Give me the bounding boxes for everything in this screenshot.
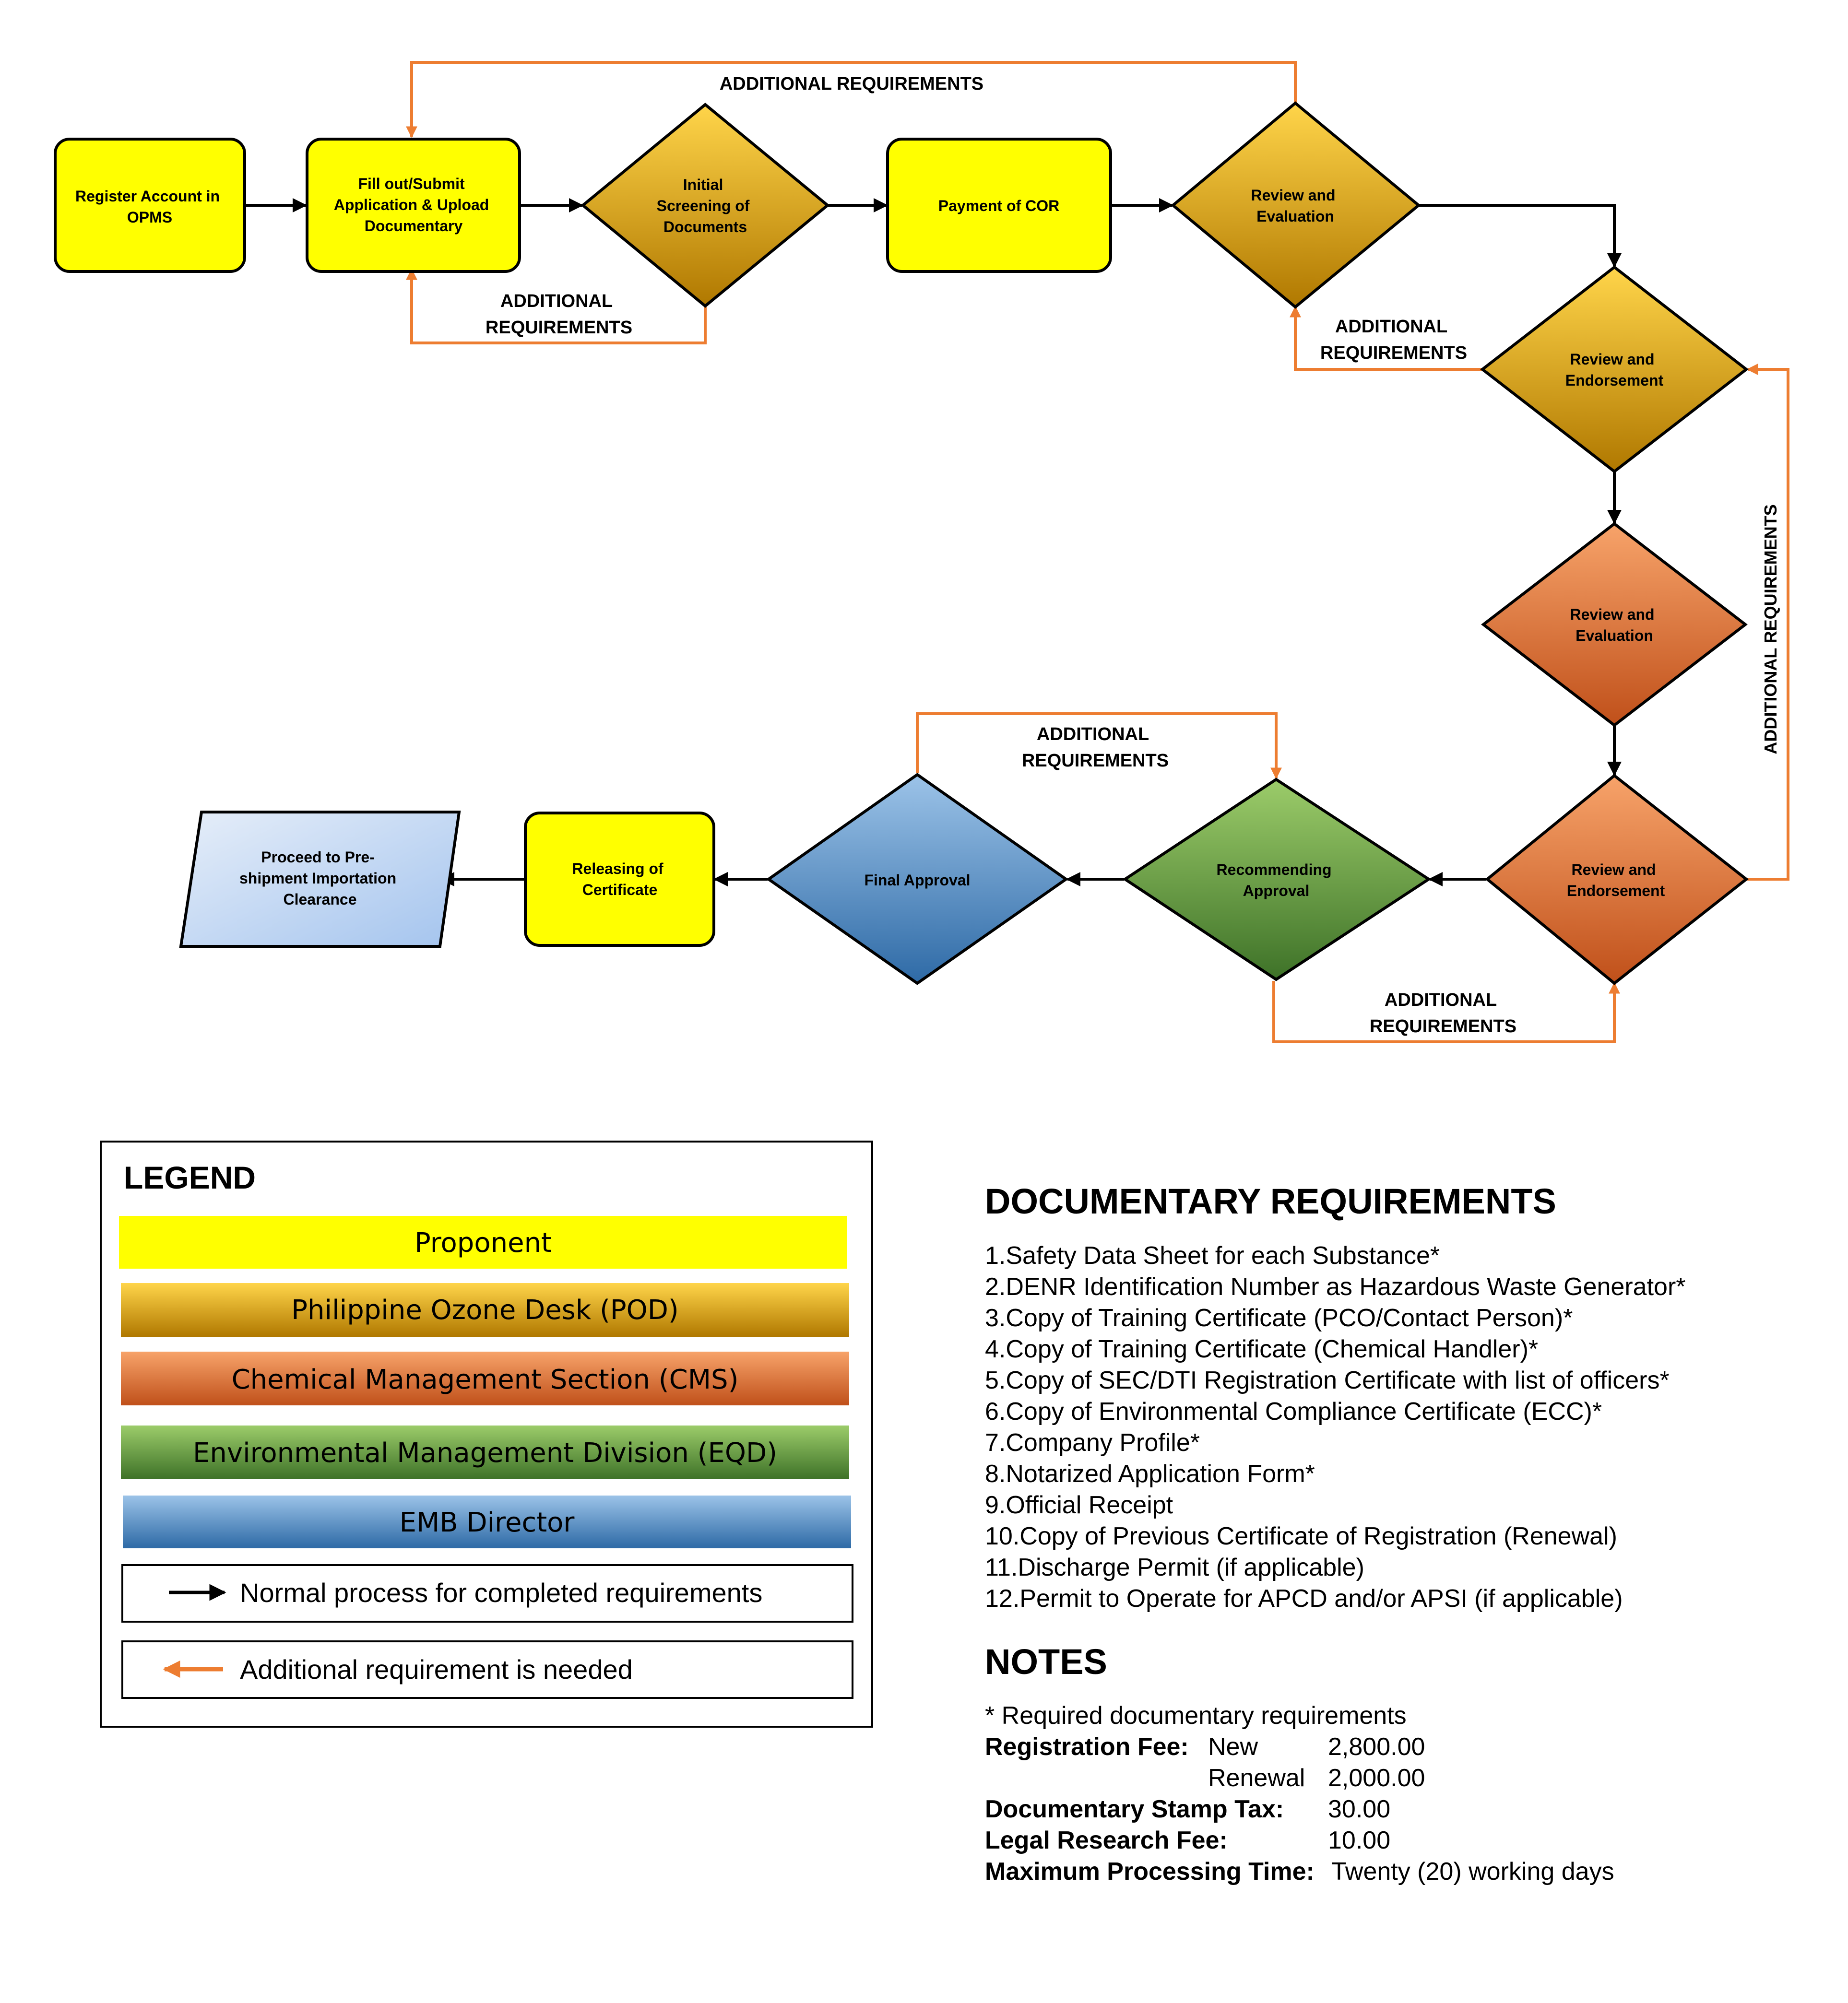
notes-title: NOTES: [985, 1642, 1107, 1682]
additional-loops: [406, 61, 1789, 1043]
legend-title: LEGEND: [124, 1160, 256, 1195]
legend-label-proponent: Proponent: [415, 1227, 552, 1259]
requirement-item: 5.Copy of SEC/DTI Registration Certifica…: [985, 1367, 1670, 1394]
loop-label-final: ADDITIONAL REQUIREMENTS: [1022, 724, 1169, 771]
research-fee-value: 10.00: [1328, 1826, 1390, 1854]
review-endorsement-pod-label: Review and Endorsement: [1565, 351, 1664, 389]
final-approval-diamond: [766, 773, 1069, 985]
register-account-box: [54, 138, 246, 273]
loop-label-review-pod: ADDITIONAL REQUIREMENTS: [1320, 317, 1467, 363]
legend-label-normal: Normal process for completed requirement…: [240, 1578, 762, 1608]
fill-out-label: Fill out/Submit Application & Upload Doc…: [334, 175, 493, 235]
legend-label-pod: Philippine Ozone Desk (POD): [291, 1295, 678, 1326]
loop-side: [1746, 364, 1789, 881]
legend-label-emb: EMB Director: [400, 1507, 575, 1538]
requirement-item: 7.Company Profile*: [985, 1429, 1200, 1457]
registration-renewal-label: Renewal: [1208, 1764, 1305, 1792]
legend-swatch-emb: [123, 1496, 851, 1548]
requirement-item: 1.Safety Data Sheet for each Substance*: [985, 1242, 1440, 1270]
requirements-title: DOCUMENTARY REQUIREMENTS: [985, 1181, 1556, 1221]
legend-swatch-proponent: [119, 1216, 847, 1269]
loop-label-screening: ADDITIONAL REQUIREMENTS: [486, 291, 632, 338]
legend-swatch-pod: [121, 1283, 849, 1337]
review-endorsement-cms-label: Review and Endorsement: [1567, 861, 1665, 899]
research-fee-label: Legal Research Fee:: [985, 1826, 1228, 1854]
fill-out-box: [306, 138, 521, 273]
loop-label-recommending: ADDITIONAL REQUIREMENTS: [1370, 990, 1516, 1037]
initial-screening-label: Initial Screening of Documents: [657, 176, 754, 236]
stamp-tax-value: 30.00: [1328, 1795, 1390, 1823]
legend-label-eqd: Environmental Management Division (EQD): [193, 1437, 777, 1469]
review-evaluation-pod-label: Review and Evaluation: [1251, 187, 1340, 225]
review-evaluation-pod-diamond: [1171, 101, 1421, 309]
notes: NOTES * Required documentary requirement…: [985, 1642, 1614, 1885]
review-endorsement-cms-diamond: [1485, 774, 1749, 985]
loop-review-pod: [1290, 306, 1482, 371]
proceed-parallelogram: [179, 811, 461, 948]
releasing-box: [524, 812, 715, 947]
initial-screening-diamond: [580, 103, 830, 308]
loop-recommending: [1272, 981, 1620, 1043]
legend-normal-box: [121, 1564, 853, 1623]
legend-label-additional: Additional requirement is needed: [240, 1654, 633, 1685]
review-evaluation-cms-label: Review and Evaluation: [1570, 606, 1659, 644]
proceed-label: Proceed to Pre- shipment Importation Cle…: [239, 848, 401, 908]
requirement-item: 12.Permit to Operate for APCD and/or APS…: [985, 1585, 1623, 1613]
legend-swatch-eqd: [121, 1426, 849, 1479]
arrow-review-endorse: [1419, 204, 1622, 268]
notes-required: * Required documentary requirements: [985, 1702, 1407, 1730]
requirement-item: 11.Discharge Permit (if applicable): [985, 1554, 1364, 1581]
payment-label: Payment of COR: [938, 197, 1059, 214]
legend-label-cms: Chemical Management Section (CMS): [232, 1364, 739, 1395]
recommending-approval-label: Recommending Approval: [1217, 861, 1336, 899]
payment-box: [886, 138, 1112, 273]
requirement-item: 6.Copy of Environmental Compliance Certi…: [985, 1398, 1602, 1426]
registration-new-value: 2,800.00: [1328, 1733, 1425, 1761]
requirement-item: 9.Official Receipt: [985, 1491, 1173, 1519]
processing-time-label: Maximum Processing Time:: [985, 1858, 1315, 1885]
stamp-tax-label: Documentary Stamp Tax:: [985, 1795, 1284, 1823]
legend-additional-box: [121, 1640, 853, 1699]
requirement-item: 2.DENR Identification Number as Hazardou…: [985, 1273, 1686, 1301]
review-evaluation-cms-diamond: [1481, 522, 1748, 727]
releasing-label: Releasing of Certificate: [572, 860, 667, 898]
loop-screening: [406, 268, 707, 344]
loop-final: [916, 712, 1282, 779]
legend-swatch-cms: [121, 1352, 849, 1405]
requirement-item: 3.Copy of Training Certificate (PCO/Cont…: [985, 1304, 1573, 1332]
register-account-label: Register Account in OPMS: [75, 188, 224, 226]
legend: LEGEND Proponent Philippine Ozone Desk (…: [100, 1141, 873, 1728]
requirement-item: 10.Copy of Previous Certificate of Regis…: [985, 1522, 1617, 1550]
review-endorsement-pod-diamond: [1480, 265, 1749, 473]
requirement-item: 4.Copy of Training Certificate (Chemical…: [985, 1335, 1538, 1363]
normal-arrows: [245, 198, 1622, 886]
final-approval-label: Final Approval: [864, 872, 970, 889]
loop-label-side: ADDITIONAL REQUIREMENTS: [1761, 504, 1780, 754]
loop-label-top: ADDITIONAL REQUIREMENTS: [720, 74, 983, 94]
loop-top: [406, 61, 1297, 138]
processing-time-value: Twenty (20) working days: [1331, 1858, 1614, 1885]
requirements-list: 1.Safety Data Sheet for each Substance* …: [985, 1242, 1693, 1613]
registration-fee-label: Registration Fee:: [985, 1733, 1189, 1761]
documentary-requirements: DOCUMENTARY REQUIREMENTS 1.Safety Data S…: [985, 1181, 1693, 1613]
recommending-approval-diamond: [1122, 778, 1432, 981]
requirement-item: 8.Notarized Application Form*: [985, 1460, 1315, 1488]
registration-renewal-value: 2,000.00: [1328, 1764, 1425, 1792]
registration-new-label: New: [1208, 1733, 1258, 1761]
